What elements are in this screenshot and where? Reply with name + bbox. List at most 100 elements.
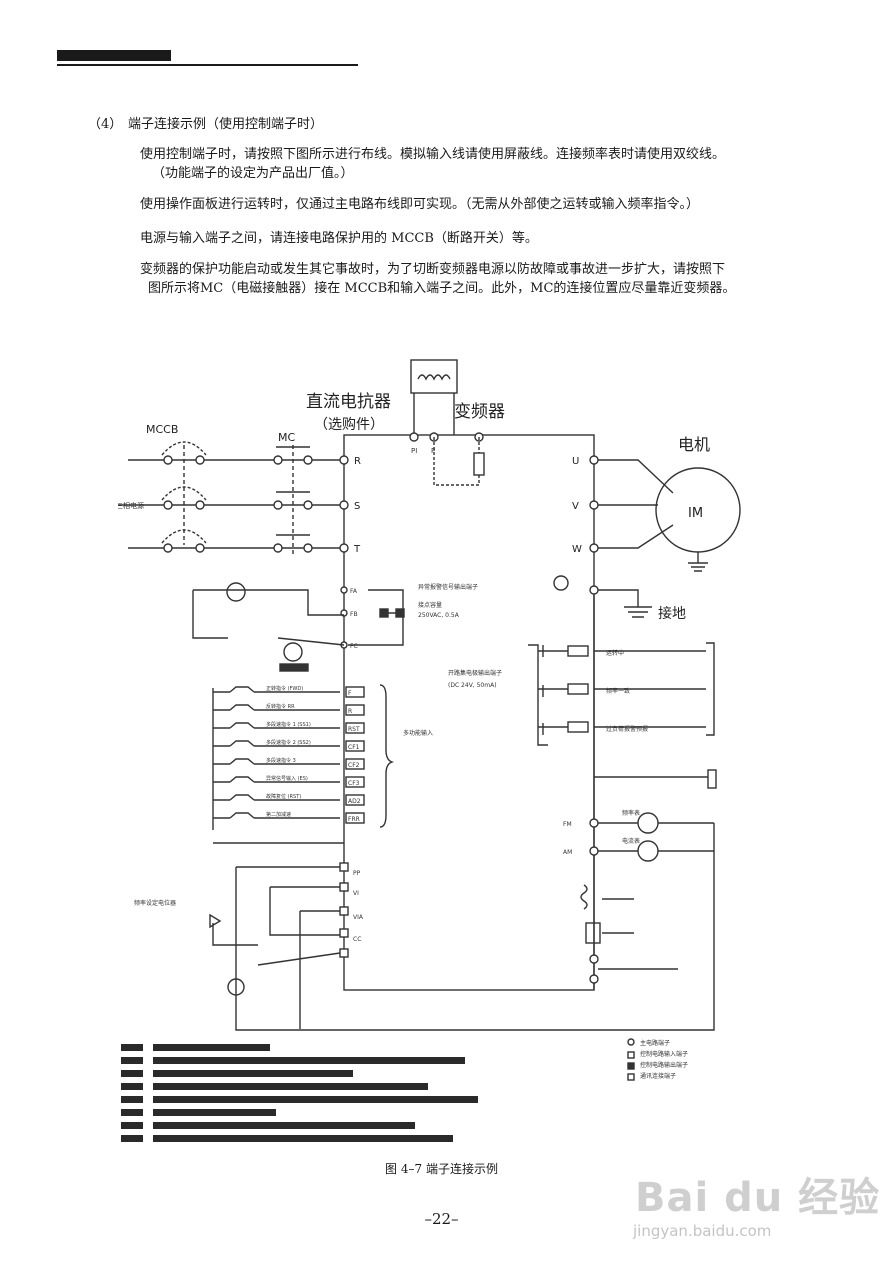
fault-relay-section: FA FB FC 异常报警信号输出端子 接点容量 250VAC, 0.5A xyxy=(192,582,478,672)
terminal-u xyxy=(589,455,599,465)
label-p: P xyxy=(431,447,435,455)
input-terminal-box xyxy=(345,776,365,788)
svg-text:多功能输入: 多功能输入 xyxy=(403,729,433,737)
input-note: 多段速指令 1 (SS1) xyxy=(266,721,311,728)
motor-label: 电机 xyxy=(678,435,710,454)
label-v: V xyxy=(572,501,579,512)
mccb-label: MCCB xyxy=(146,423,178,436)
comm-section xyxy=(580,884,678,984)
header-bar xyxy=(57,50,171,61)
braking-wiring xyxy=(433,437,480,486)
dc-reactor-symbol xyxy=(410,359,458,394)
paragraph-4-line-1: 变频器的保护功能启动或发生其它事故时，为了切断变频器电源以防故障或事故进一步扩大… xyxy=(140,262,726,277)
analog-input-section: 频率设定电位器 PP VI VIA CC xyxy=(134,823,715,1031)
input-note: 反转指令 RR xyxy=(266,703,295,710)
svg-text:控制电路输出端子: 控制电路输出端子 xyxy=(640,1061,688,1069)
label-r: R xyxy=(354,456,361,467)
terminal-pi xyxy=(409,432,419,442)
input-switch xyxy=(229,794,255,801)
input-terminal-label: FRR xyxy=(348,816,360,823)
svg-text:主电路端子: 主电路端子 xyxy=(640,1039,670,1047)
paragraph-2: 使用操作面板进行运转时，仅通过主电路布线即可实现。（无需从外部使之运转或输入频率… xyxy=(140,195,830,214)
header-rule xyxy=(57,64,358,66)
input-note: 多段速指令 3 xyxy=(266,757,296,764)
input-note: 正转指令 (FWD) xyxy=(266,685,303,692)
input-switch xyxy=(229,722,255,729)
terminal-ground xyxy=(589,585,599,595)
input-terminal-box xyxy=(345,740,365,752)
input-note: 故障复位 (RST) xyxy=(266,793,301,800)
ground-label: 接地 xyxy=(658,605,686,622)
watermark-url: jingyan.baidu.com xyxy=(633,1222,772,1240)
paragraph-1-line-2: （功能端子的设定为产品出厂值。） xyxy=(152,166,354,181)
svg-text:CC: CC xyxy=(353,936,361,943)
paragraph-1-line-1: 使用控制端子时，请按照下图所示进行布线。模拟输入线请使用屏蔽线。连接频率表时请使… xyxy=(140,147,726,162)
motor-ground xyxy=(688,552,708,572)
svg-text:PP: PP xyxy=(353,870,361,877)
input-note: 多段速指令 2 (SS2) xyxy=(266,739,311,746)
input-switch xyxy=(229,758,255,765)
svg-text:控制电路输入端子: 控制电路输入端子 xyxy=(640,1050,688,1058)
motor-inner-label: IM xyxy=(688,506,703,521)
input-terminal-label: CF1 xyxy=(348,744,360,751)
svg-text:频率一致: 频率一致 xyxy=(606,687,630,695)
ground-wiring xyxy=(598,589,652,618)
watermark-logo: Bai du 经验 xyxy=(635,1175,881,1221)
label-s: S xyxy=(354,501,360,512)
svg-text:FM: FM xyxy=(563,821,572,828)
page-number: –22– xyxy=(424,1210,459,1228)
input-terminals-section: F 正转指令 (FWD) R 反转指令 RR RST 多段速指令 1 (SS1) CF1 多段… xyxy=(212,684,433,844)
input-terminal-label: CF2 xyxy=(348,762,360,769)
label-u: U xyxy=(572,456,579,467)
paragraph-3-line-1: 电源与输入端子之间，请连接电路保护用的 MCCB（断路开关）等。 xyxy=(140,231,538,246)
meter-section: FM AM 频率表 电流表 xyxy=(563,809,714,862)
svg-text:频率设定电位器: 频率设定电位器 xyxy=(134,899,176,907)
dc-reactor-sublabel: （选购件） xyxy=(314,417,384,433)
input-terminal-box xyxy=(345,794,365,806)
terminal-s xyxy=(339,500,349,510)
ground-symbol-inner xyxy=(553,575,569,591)
dc-reactor-label: 直流电抗器 xyxy=(306,392,391,412)
svg-text:开路集电极输出端子: 开路集电极输出端子 xyxy=(448,669,502,677)
braking-resistor xyxy=(473,452,485,476)
wiring-diagram: 直流电抗器 （选购件） 变频器 PI P MCCB MC 三相电源 R S T … xyxy=(118,359,741,1142)
svg-text:电流表: 电流表 xyxy=(622,837,640,845)
input-switch xyxy=(229,686,255,693)
input-switch xyxy=(229,812,255,819)
paragraph-4-line-2: 图所示将MC（电磁接触器）接在 MCCB和输入端子之间。此外，MC的连接位置应尽… xyxy=(148,281,736,296)
input-terminal-label: AD2 xyxy=(348,798,361,805)
section-heading: （4） 端子连接示例（使用控制端子时） xyxy=(88,113,323,132)
paragraph-3: 电源与输入端子之间，请连接电路保护用的 MCCB（断路开关）等。 xyxy=(140,229,830,248)
svg-text:过负荷报警预报: 过负荷报警预报 xyxy=(606,725,648,733)
svg-text:运转中: 运转中 xyxy=(606,649,624,657)
svg-text:FC: FC xyxy=(350,643,358,650)
section-number: （4） xyxy=(88,117,123,132)
input-terminal-box xyxy=(345,812,365,824)
terminal-t xyxy=(339,543,349,553)
svg-text:(DC 24V, 50mA): (DC 24V, 50mA) xyxy=(448,682,497,689)
input-terminal-label: RST xyxy=(348,726,360,733)
input-switch xyxy=(229,740,255,747)
svg-text:250VAC, 0.5A: 250VAC, 0.5A xyxy=(418,612,460,619)
input-terminal-label: F xyxy=(348,690,352,697)
input-terminal-box xyxy=(345,722,365,734)
svg-text:FB: FB xyxy=(350,611,358,618)
svg-text:频率表: 频率表 xyxy=(622,809,640,817)
svg-text:AM: AM xyxy=(563,849,572,856)
paragraph-2-line-1: 使用操作面板进行运转时，仅通过主电路布线即可实现。（无需从外部使之运转或输入频率… xyxy=(140,197,700,212)
mc-label: MC xyxy=(278,431,295,444)
label-t: T xyxy=(353,544,361,555)
paragraph-1: 使用控制端子时，请按照下图所示进行布线。模拟输入线请使用屏蔽线。连接频率表时请使… xyxy=(140,145,830,183)
input-note: 异常信号输入 (ES) xyxy=(266,775,308,782)
section-title: 端子连接示例（使用控制端子时） xyxy=(128,117,324,132)
svg-text:VIA: VIA xyxy=(353,914,364,921)
input-terminal-box xyxy=(345,704,365,716)
input-switch xyxy=(229,776,255,783)
input-terminal-label: R xyxy=(348,708,352,715)
terminal-w xyxy=(589,543,599,553)
input-note: 第二加减速 xyxy=(266,811,291,818)
input-terminal-box xyxy=(345,686,365,698)
svg-text:通讯连接端子: 通讯连接端子 xyxy=(640,1072,676,1080)
inverter-label: 变频器 xyxy=(454,402,505,422)
inverter-box xyxy=(343,434,595,991)
